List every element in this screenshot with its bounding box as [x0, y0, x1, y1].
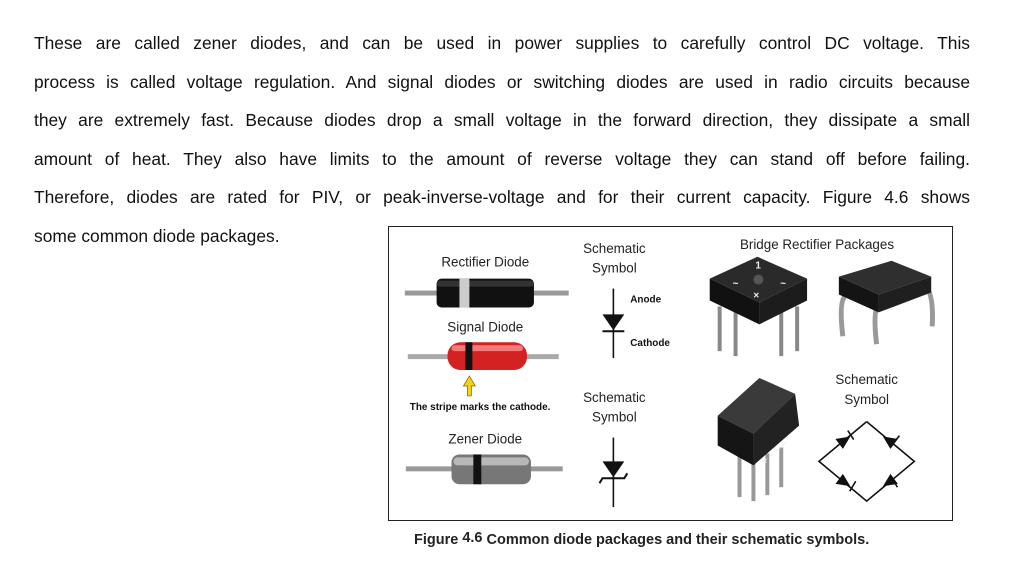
diode-figure: Rectifier Diode Signal Diode The stripe …: [388, 226, 953, 521]
paragraph-line: they are extremely fast. Because diodes …: [34, 110, 970, 130]
cathode-label: Cathode: [630, 338, 670, 349]
zener-diode-image: [405, 454, 563, 485]
schematic3-label-b: Symbol: [844, 392, 889, 407]
diode-illustration: Rectifier Diode Signal Diode The stripe …: [404, 237, 935, 508]
chip-mark: ~: [733, 279, 739, 290]
zener-symbol-icon: [598, 437, 629, 508]
schematic1-label-a: Schematic: [583, 241, 646, 256]
paragraph-line: some common diode packages.: [34, 225, 280, 246]
paragraph-line: process is called voltage regulation. An…: [34, 71, 970, 92]
schematic1-label-b: Symbol: [592, 261, 637, 276]
rectifier-label: Rectifier Diode: [441, 255, 529, 270]
rectifier-diode-image: [404, 278, 569, 308]
bridge-symbol-icon: [817, 421, 916, 503]
chip-mark: ×: [753, 291, 759, 302]
zener-label: Zener Diode: [448, 432, 522, 447]
schematic2-label-a: Schematic: [583, 390, 646, 405]
caption-number: 4.6: [462, 530, 483, 546]
caption-prefix: Figure: [414, 532, 459, 548]
anode-label: Anode: [630, 294, 661, 305]
caption-text: Common diode packages and their schemati…: [486, 532, 870, 548]
signal-diode-image: [407, 342, 559, 371]
stripe-note: The stripe marks the cathode.: [410, 402, 551, 413]
chip-mark: ~: [780, 279, 786, 290]
bridge-title: Bridge Rectifier Packages: [740, 237, 894, 252]
diode-symbol-icon: [602, 288, 625, 359]
signal-label: Signal Diode: [447, 319, 523, 334]
body-paragraph: These are called zener diodes, and can b…: [34, 24, 970, 255]
paragraph-line: These are called zener diodes, and can b…: [34, 33, 970, 53]
bridge-angled-package-image: + ~ ~ −: [717, 377, 800, 502]
bridge-dip-package-image: [838, 260, 935, 345]
arrow-up-icon: [462, 375, 477, 397]
schematic2-label-b: Symbol: [592, 410, 637, 425]
chip-mark: 1: [755, 261, 761, 272]
paragraph-line: amount of heat. They also have limits to…: [34, 148, 970, 169]
paragraph-line: Therefore, diodes are rated for PIV, or …: [34, 187, 970, 207]
schematic3-label-a: Schematic: [835, 372, 898, 387]
bridge-square-package-image: ~ ~ 1 ×: [709, 256, 808, 357]
